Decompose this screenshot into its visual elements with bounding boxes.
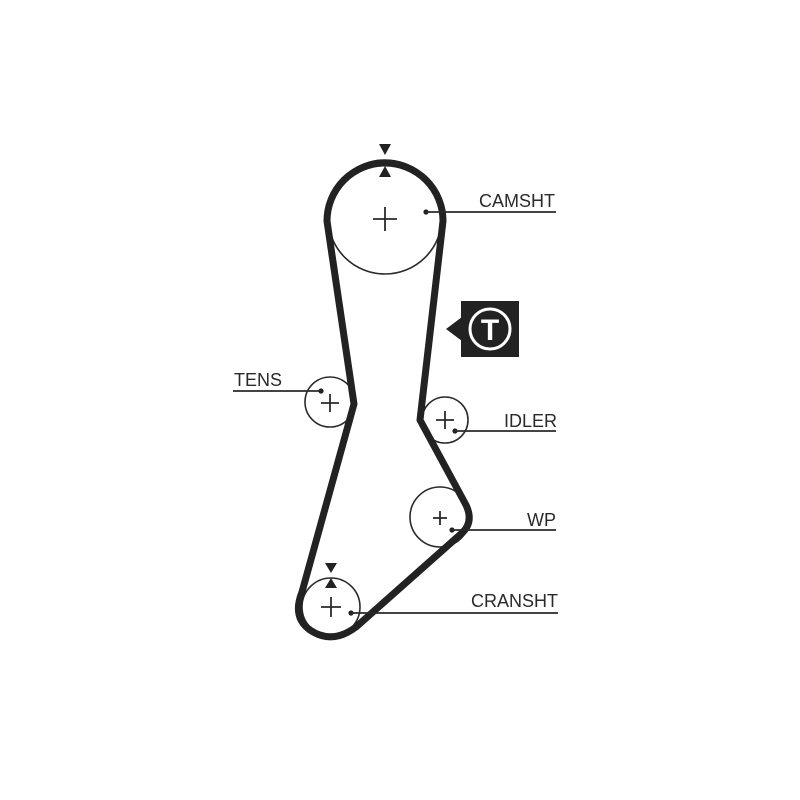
tensioner-label: TENS [234,370,282,390]
tensioner-badge: T [446,301,519,357]
timing-mark-arrow-icon [379,144,391,155]
camshaft-timing-mark [379,144,391,177]
water-pump-label: WP [527,510,556,530]
timing-belt [294,159,473,641]
tensioner-leader [233,388,324,394]
idler-leader [452,428,556,434]
tensioner-badge-letter: T [481,314,499,347]
crankshaft-label: CRANSHT [471,591,558,611]
crankshaft-timing-mark [325,563,337,588]
timing-mark-arrow-icon [325,563,337,573]
camshaft-leader [423,209,556,215]
tensioner-pulley [304,376,356,428]
camshaft-label: CAMSHT [479,191,555,211]
water-pump-leader [449,527,556,533]
crankshaft-leader [348,610,558,616]
idler-label: IDLER [504,411,557,431]
water-pump-pulley [409,486,471,548]
